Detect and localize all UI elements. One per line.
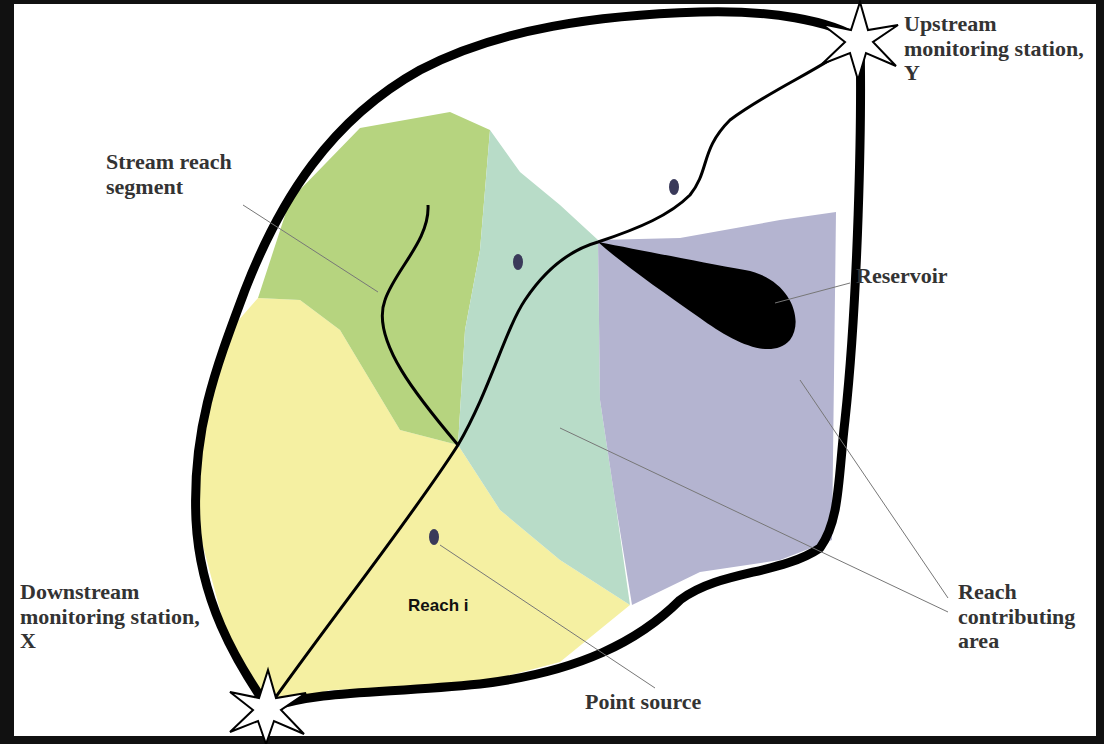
callout-label: Reach contributing area bbox=[958, 580, 1098, 654]
point-source-dot bbox=[513, 254, 523, 270]
purple-area bbox=[598, 212, 836, 605]
station-label: Upstream monitoring station, Y bbox=[904, 12, 1090, 86]
callout-label: Reservoir bbox=[856, 264, 1036, 289]
point-source-dot bbox=[429, 529, 439, 545]
watershed-boundary bbox=[196, 12, 861, 708]
leader-line bbox=[440, 545, 655, 688]
leader-line bbox=[243, 205, 378, 292]
point-source-dot bbox=[669, 179, 679, 195]
callout-label: Point source bbox=[585, 690, 765, 715]
callout-label: Stream reach segment bbox=[106, 150, 236, 199]
leader-line bbox=[560, 428, 948, 612]
station-label: Downstream monitoring station, X bbox=[20, 580, 220, 654]
green-area bbox=[258, 112, 490, 445]
tributary-stream bbox=[382, 205, 458, 445]
leader-line bbox=[775, 283, 850, 303]
reservoir-shape bbox=[598, 242, 796, 349]
leader-line bbox=[800, 380, 948, 598]
main-stream bbox=[268, 40, 860, 708]
reach-label: Reach i bbox=[408, 596, 528, 615]
station-star bbox=[822, 2, 898, 80]
station-star bbox=[230, 670, 306, 744]
